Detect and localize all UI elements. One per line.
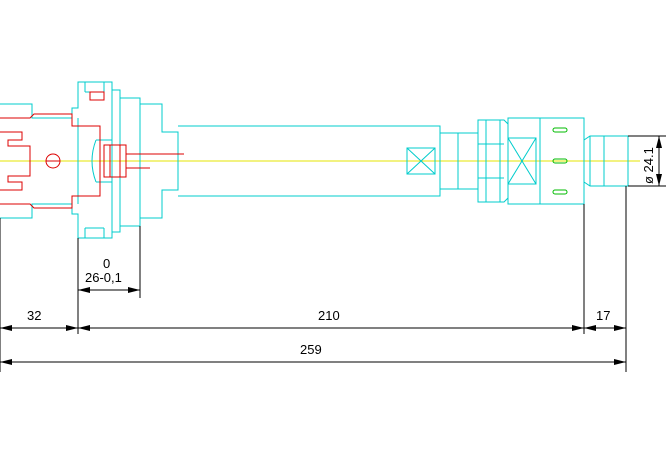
extension-lines (0, 135, 666, 372)
left-length-label: 32 (27, 308, 41, 323)
middle-length-label: 210 (318, 308, 340, 323)
tool-tip (583, 135, 629, 187)
fit-dimension: 0 26-0,1 (78, 256, 140, 293)
fit-upper-label: 0 (103, 256, 110, 271)
right-length-label: 17 (596, 308, 610, 323)
length-chain-dimension: 32 210 17 (0, 308, 626, 331)
fit-lower-label: 26-0,1 (85, 270, 122, 285)
holder-body-outline (0, 81, 179, 239)
collet-slot-markers (552, 127, 568, 195)
collet-body (507, 117, 585, 205)
shank (178, 125, 459, 197)
clamping-detail (0, 91, 184, 209)
diameter-label: ø 24.1 (641, 147, 656, 184)
total-length-dimension: 259 (0, 342, 626, 365)
total-length-label: 259 (300, 342, 322, 357)
diameter-dimension: ø 24.1 (641, 136, 662, 186)
